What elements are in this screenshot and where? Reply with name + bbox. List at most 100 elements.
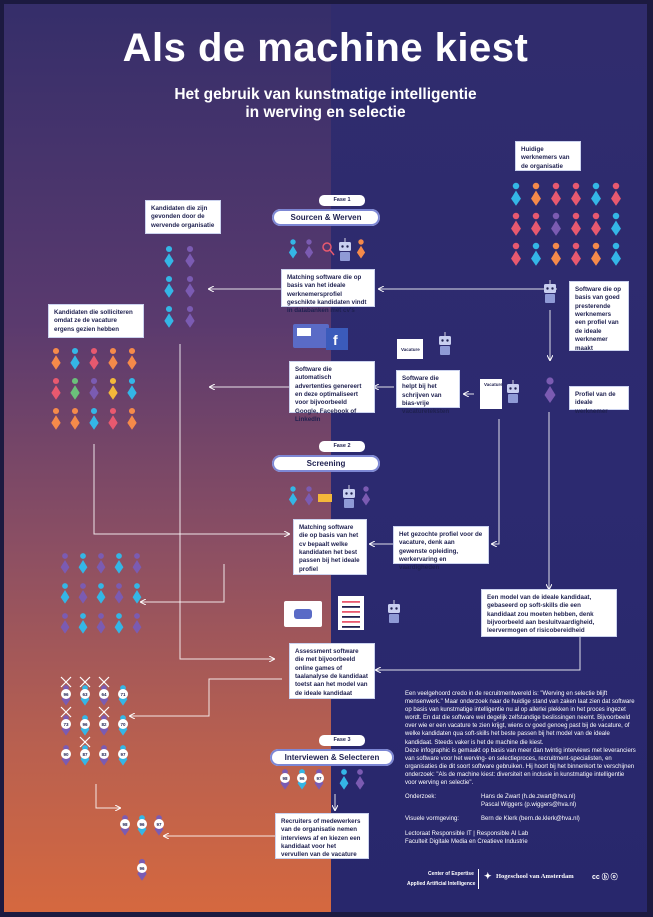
center-expertise-line-1: Center of Expertise: [428, 871, 474, 877]
person-icon: [78, 613, 88, 634]
info-paragraph-2: Deze infographic is gemaakt op basis van…: [405, 748, 636, 787]
person-icon: [164, 245, 174, 268]
person-icon: [60, 553, 70, 574]
person-icon: [89, 407, 99, 430]
person-icon: [185, 275, 195, 298]
person-icon: [571, 212, 581, 236]
person-icon: [571, 182, 581, 206]
person-icon: [339, 769, 349, 790]
person-icon: [127, 377, 137, 400]
facebook-icon: [326, 328, 348, 350]
person-icon: [70, 377, 80, 400]
score-label: 97: [118, 749, 128, 759]
magnifier-icon: [322, 242, 332, 252]
rejection-cross-icons: [60, 676, 110, 748]
subtitle-line-1: Het gebruik van kunstmatige intelligenti…: [174, 86, 477, 103]
person-icon: [591, 182, 601, 206]
score-label: 96: [80, 719, 90, 729]
person-icon: [304, 239, 314, 259]
robot-icon: [544, 280, 556, 303]
logo-divider: [478, 869, 479, 889]
gamepad-icon: [294, 609, 312, 619]
robot-icon: [388, 600, 400, 623]
score-label: 83: [99, 749, 109, 759]
flow-arrow: [141, 564, 225, 602]
phase-tag-1: Fase 1: [319, 195, 365, 206]
robot-icon: [439, 332, 451, 355]
person-icon: [511, 242, 521, 266]
box-ideal-model: Een model van de ideale kandidaat, gebas…: [481, 589, 617, 637]
svg-text:73: 73: [63, 722, 69, 727]
score-label: 71: [118, 689, 128, 699]
cross-icon: [79, 676, 91, 688]
svg-text:71: 71: [120, 692, 126, 697]
person-icon: [185, 305, 195, 328]
cross-icon: [60, 676, 72, 688]
center-expertise-line-2: Applied Artificial Intelligence: [407, 881, 476, 887]
person-icon: [108, 377, 118, 400]
robot-icon: [343, 485, 355, 508]
score-label: 82: [99, 719, 109, 729]
person-icon: [544, 377, 556, 403]
faculty-line: Faculteit Digitale Media en Creatieve In…: [405, 839, 528, 845]
svg-text:83: 83: [101, 752, 107, 757]
cross-icon: [60, 706, 72, 718]
person-icon: [164, 275, 174, 298]
infographic-poster: Als de machine kiest Het gebruik van kun…: [4, 4, 647, 912]
person-icon: [361, 486, 371, 506]
svg-text:f: f: [333, 332, 338, 348]
svg-text:98: 98: [282, 776, 288, 781]
person-icon: [78, 583, 88, 604]
score-label: 96: [137, 863, 147, 873]
flow-arrows: [93, 289, 581, 836]
flow-arrow: [492, 419, 500, 544]
svg-text:64: 64: [101, 692, 107, 697]
person-icon: [127, 407, 137, 430]
svg-text:96: 96: [139, 822, 145, 827]
person-icon: [551, 212, 561, 236]
design-label: Visuele vormgeving:: [405, 816, 459, 822]
person-icon: [96, 613, 106, 634]
puzzle-icon: [318, 494, 332, 502]
person-icon: [531, 212, 541, 236]
person-icon: [51, 347, 61, 370]
svg-text:98: 98: [122, 822, 128, 827]
person-icon: [132, 613, 142, 634]
cross-icon: [98, 676, 110, 688]
score-label: 63: [80, 689, 90, 699]
box-matching-software: Matching software die op basis van het i…: [281, 269, 375, 314]
score-label: 96: [137, 819, 147, 829]
person-icon: [70, 407, 80, 430]
design-person: Bern de Klerk (bern.de.klerk@hva.nl): [481, 816, 580, 822]
robot-icons: [339, 238, 556, 623]
flow-arrow: [93, 444, 289, 534]
box-assessment: Assessment software die met bijvoorbeeld…: [289, 643, 375, 699]
person-icon: [108, 407, 118, 430]
flow-arrow: [376, 637, 581, 670]
main-title: Als de machine kiest: [122, 26, 529, 70]
person-icon: [60, 613, 70, 634]
score-label: 73: [61, 719, 71, 729]
phase-tag-3: Fase 3: [319, 735, 365, 746]
person-icon: [164, 305, 174, 328]
person-icon: [114, 613, 124, 634]
person-icon: [591, 242, 601, 266]
person-icon: [288, 486, 298, 506]
svg-text:97: 97: [120, 752, 126, 757]
cc-license-icon: cc ⓑ ⓞ: [592, 874, 618, 881]
person-icon: [531, 182, 541, 206]
person-icon: [591, 212, 601, 236]
person-icon: [89, 347, 99, 370]
robot-icon: [339, 238, 351, 261]
svg-text:63: 63: [82, 692, 88, 697]
note-current-employees: Huidige werknemers van de organisatie: [515, 141, 581, 171]
cross-icon: [79, 736, 91, 748]
paper-label-vacature: Vacature: [484, 382, 503, 387]
score-label: 97: [154, 819, 164, 829]
cross-icon: [98, 706, 110, 718]
person-icon: [51, 377, 61, 400]
person-icon: [96, 553, 106, 574]
person-icon: [70, 347, 80, 370]
person-icon: [132, 583, 142, 604]
